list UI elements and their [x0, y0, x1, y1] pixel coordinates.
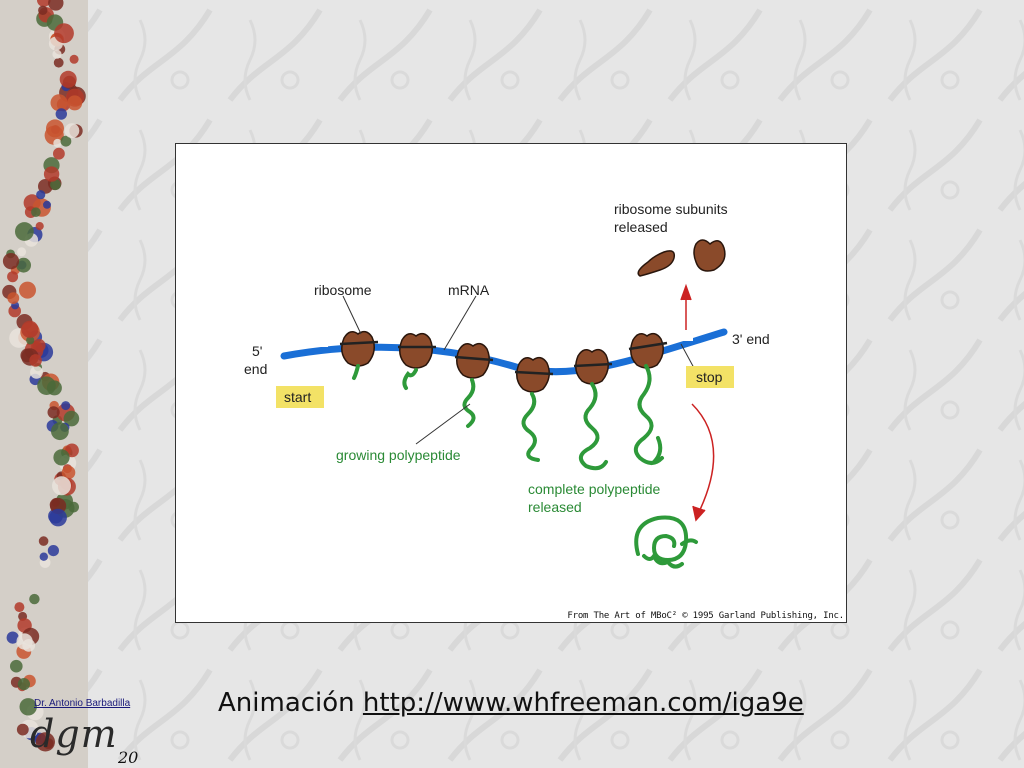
dna-atom: [39, 552, 48, 561]
dna-decoration: [0, 0, 88, 768]
dna-atom: [7, 271, 19, 283]
dna-atom: [52, 49, 62, 59]
dna-atom: [22, 639, 36, 652]
ribosome-label: ribosome: [314, 282, 372, 298]
figure-credit: From The Art of MBoC² © 1995 Garland Pub…: [567, 611, 844, 621]
ribosome: [341, 330, 664, 393]
dna-atom: [35, 222, 44, 231]
dna-atom: [54, 23, 74, 44]
dna-atom: [53, 147, 65, 160]
dna-atom: [51, 422, 69, 441]
dna-atom: [21, 320, 39, 338]
dna-atom: [55, 108, 67, 120]
dna-atom: [59, 70, 77, 88]
dna-atom: [52, 476, 71, 496]
dna-atom: [60, 135, 72, 147]
five-prime-end-label: end: [244, 361, 267, 377]
dna-atom: [17, 247, 27, 257]
translation-figure: 5' end 3' end start stop ribosome mRNA r…: [175, 143, 847, 623]
dna-atom: [50, 94, 68, 112]
dna-atom: [53, 138, 62, 148]
subunits-label-line2: released: [614, 219, 668, 235]
start-codon-marker: [314, 342, 328, 347]
dna-atom: [14, 602, 25, 613]
author-link[interactable]: Dr. Antonio Barbadilla: [34, 698, 131, 709]
animation-caption: Animación http://www.whfreeman.com/iga9e: [218, 688, 804, 718]
dna-atom: [7, 292, 20, 304]
dna-atom: [29, 354, 42, 367]
mrna-label: mRNA: [448, 282, 490, 298]
dna-atom: [38, 179, 53, 194]
dna-atom: [42, 738, 54, 749]
stop-label-box: [686, 366, 734, 388]
animation-link[interactable]: http://www.whfreeman.com/iga9e: [362, 688, 804, 718]
dna-atom: [46, 119, 64, 138]
stop-label: stop: [696, 369, 723, 385]
released-small-subunit: [637, 250, 676, 277]
dna-atom: [2, 253, 20, 270]
start-label: start: [284, 389, 311, 405]
dna-atom: [32, 338, 46, 353]
dna-atom: [26, 336, 35, 345]
slide-number: 20: [118, 748, 139, 767]
complete-polypeptide-label-line2: released: [528, 499, 582, 515]
dna-atom: [9, 659, 23, 673]
stop-codon-marker: [679, 336, 693, 341]
dna-atom: [51, 498, 60, 507]
five-prime-label: 5': [252, 343, 262, 359]
release-arrows: [680, 283, 715, 522]
ribosome-groove: [339, 340, 668, 376]
dna-atom: [69, 54, 79, 64]
dna-atom: [15, 222, 34, 241]
dna-atom: [19, 698, 37, 716]
dna-atom: [64, 123, 80, 138]
dna-atom: [53, 449, 70, 466]
dna-atom: [48, 0, 64, 11]
dna-atom: [29, 593, 40, 605]
dna-atom: [16, 723, 29, 736]
dgm-logo: dgm: [30, 712, 118, 756]
pointer-lines: [342, 295, 695, 445]
released-large-subunit: [693, 239, 726, 272]
dna-atom: [16, 257, 31, 273]
dna-atom: [36, 190, 46, 200]
caption-text: Animación: [218, 688, 355, 718]
dna-atom: [67, 95, 83, 111]
dna-atom: [37, 0, 51, 7]
dna-atom: [43, 166, 60, 182]
dna-atom: [19, 281, 36, 299]
dna-atom: [47, 545, 60, 557]
dna-atom: [50, 179, 61, 191]
dna-atom: [63, 410, 80, 427]
dna-atom: [30, 365, 43, 379]
dna-atom: [31, 207, 41, 217]
dna-atom: [38, 5, 48, 15]
dna-atom: [38, 536, 49, 546]
dna-atom: [61, 465, 76, 480]
polypeptide-chain: [352, 364, 664, 471]
three-prime-end-label: 3' end: [732, 331, 770, 347]
dna-atom: [17, 678, 30, 691]
polyribosome-diagram: 5' end 3' end start stop ribosome mRNA r…: [244, 201, 770, 569]
subunits-label-line1: ribosome subunits: [614, 201, 728, 217]
dna-atom: [61, 401, 71, 411]
complete-polypeptide-label-line1: complete polypeptide: [528, 481, 661, 497]
start-label-box: [276, 386, 324, 408]
dna-atom: [49, 508, 67, 527]
dna-atom: [47, 406, 60, 419]
released-polypeptide: [634, 515, 698, 569]
growing-polypeptide-label: growing polypeptide: [336, 447, 461, 463]
dna-atom: [6, 631, 19, 644]
dna-atom: [53, 57, 64, 68]
dna-atom: [46, 380, 62, 396]
dna-atom: [43, 200, 51, 209]
